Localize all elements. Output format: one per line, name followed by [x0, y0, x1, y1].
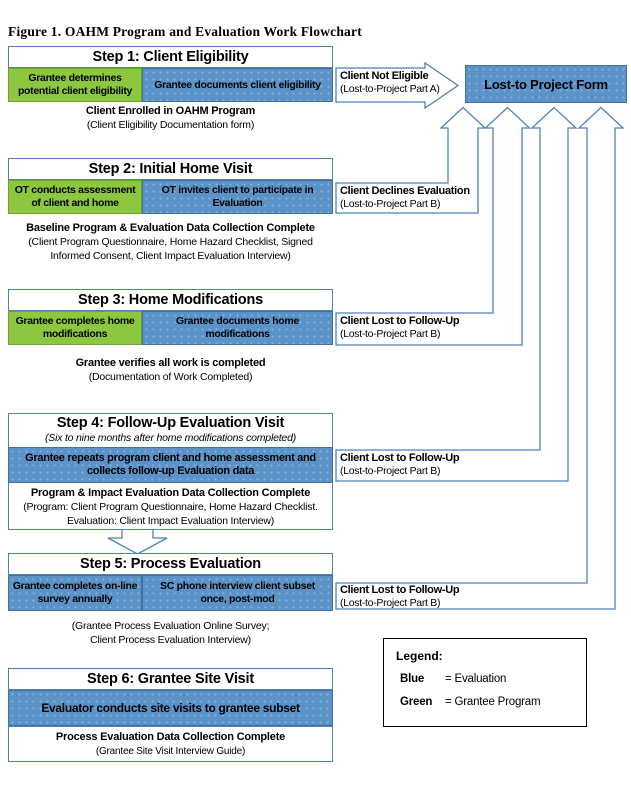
step3-caption: Grantee verifies all work is completed (… — [8, 356, 333, 384]
step6-evaluation-bar: Evaluator conducts site visits to grante… — [8, 690, 333, 726]
step1-header: Step 1: Client Eligibility — [8, 46, 333, 68]
step6-caption-box: Process Evaluation Data Collection Compl… — [8, 726, 333, 762]
step5-header: Step 5: Process Evaluation — [8, 553, 333, 575]
legend-blue-key: Blue — [400, 673, 425, 685]
step4-caption-line3: Evaluation: Client Impact Evaluation Int… — [66, 515, 275, 527]
step2-header: Step 2: Initial Home Visit — [8, 158, 333, 180]
exit-step4-sub: (Lost-to-Project Part B) — [340, 465, 441, 477]
step5-survey-box: Grantee completes on-line survey annuall… — [8, 575, 142, 611]
exit-step5-title: Client Lost to Follow-Up — [340, 584, 460, 596]
step2-evaluation-box: OT invites client to participate in Eval… — [142, 180, 333, 214]
legend-item-blue: Blue = Evaluation — [400, 673, 574, 685]
step1-caption: Client Enrolled in OAHM Program (Client … — [8, 104, 333, 132]
step4-header: Step 4: Follow-Up Evaluation Visit (Six … — [8, 416, 333, 445]
step2-caption-line3: Informed Consent, Client Impact Evaluati… — [50, 250, 291, 262]
exit-label-step2: Client Declines Evaluation (Lost-to-Proj… — [340, 185, 475, 211]
step3-grantee-box: Grantee completes home modifications — [8, 311, 142, 345]
exit-step2-title: Client Declines Evaluation — [340, 185, 470, 197]
step1-grantee-box: Grantee determines potential client elig… — [8, 68, 142, 102]
figure-title: Figure 1. OAHM Program and Evaluation Wo… — [8, 24, 362, 39]
lost-arrow-step3 — [335, 106, 532, 346]
step5-caption: (Grantee Process Evaluation Online Surve… — [8, 619, 333, 647]
exit-step3-sub: (Lost-to-Project Part B) — [340, 328, 441, 340]
step1-evaluation-box: Grantee documents client eligibility — [142, 68, 333, 102]
step2-grantee-box: OT conducts assessment of client and hom… — [8, 180, 142, 214]
step1-caption-line2: (Client Eligibility Documentation form) — [86, 119, 255, 131]
exit-label-step5: Client Lost to Follow-Up (Lost-to-Projec… — [340, 584, 490, 610]
step6-caption-line1: Process Evaluation Data Collection Compl… — [55, 731, 286, 743]
legend: Legend: Blue = Evaluation Green = Grante… — [383, 638, 587, 727]
step4-caption-line1: Program & Impact Evaluation Data Collect… — [30, 487, 311, 499]
step4-caption: Program & Impact Evaluation Data Collect… — [8, 486, 333, 528]
exit-step5-sub: (Lost-to-Project Part B) — [340, 597, 441, 609]
down-arrow-step4-to-step5 — [107, 528, 168, 555]
step1-caption-line1: Client Enrolled in OAHM Program — [85, 105, 256, 117]
step4-header-title: Step 4: Follow-Up Evaluation Visit — [56, 415, 285, 431]
exit-label-step1: Client Not Eligible (Lost-to-Project Par… — [340, 70, 452, 96]
legend-item-green: Green = Grantee Program — [400, 696, 574, 708]
step5-caption-line1: (Grantee Process Evaluation Online Surve… — [71, 620, 270, 632]
step3-header: Step 3: Home Modifications — [8, 289, 333, 311]
step3-evaluation-box: Grantee documents home modifications — [142, 311, 333, 345]
step2-caption: Baseline Program & Evaluation Data Colle… — [8, 221, 333, 263]
step3-caption-line1: Grantee verifies all work is completed — [75, 357, 266, 369]
step6-caption-line2: (Grantee Site Visit Interview Guide) — [95, 746, 246, 757]
exit-step1-sub: (Lost-to-Project Part A) — [340, 83, 440, 95]
legend-green-value: = Grantee Program — [445, 696, 541, 708]
step5-interview-box: SC phone interview client subset once, p… — [142, 575, 333, 611]
lost-to-project-form-box: Lost-to Project Form — [465, 65, 627, 103]
step4-header-note: (Six to nine months after home modificat… — [44, 432, 297, 444]
step5-caption-line2: Client Process Evaluation Interview) — [90, 634, 251, 646]
step6-header: Step 6: Grantee Site Visit — [8, 668, 333, 690]
exit-label-step4: Client Lost to Follow-Up (Lost-to-Projec… — [340, 452, 490, 478]
legend-green-key: Green — [400, 696, 433, 708]
legend-blue-value: = Evaluation — [445, 673, 507, 685]
step2-caption-line2: (Client Program Questionnaire, Home Haza… — [28, 236, 313, 248]
lost-arrow-step2 — [335, 106, 487, 214]
exit-step2-sub: (Lost-to-Project Part B) — [340, 198, 441, 210]
step4-evaluation-bar: Grantee repeats program client and home … — [8, 447, 333, 483]
step3-caption-line2: (Documentation of Work Completed) — [88, 371, 253, 383]
exit-step1-title: Client Not Eligible — [340, 70, 429, 82]
lost-arrow-step1 — [335, 61, 460, 110]
lost-arrow-step5 — [335, 106, 625, 610]
step2-caption-line1: Baseline Program & Evaluation Data Colle… — [26, 222, 315, 234]
exit-step4-title: Client Lost to Follow-Up — [340, 452, 460, 464]
exit-label-step3: Client Lost to Follow-Up (Lost-to-Projec… — [340, 315, 490, 341]
legend-title: Legend: — [396, 649, 443, 663]
lost-arrow-step4 — [335, 106, 578, 482]
step4-caption-line2: (Program: Client Program Questionnaire, … — [23, 501, 318, 513]
exit-step3-title: Client Lost to Follow-Up — [340, 315, 460, 327]
